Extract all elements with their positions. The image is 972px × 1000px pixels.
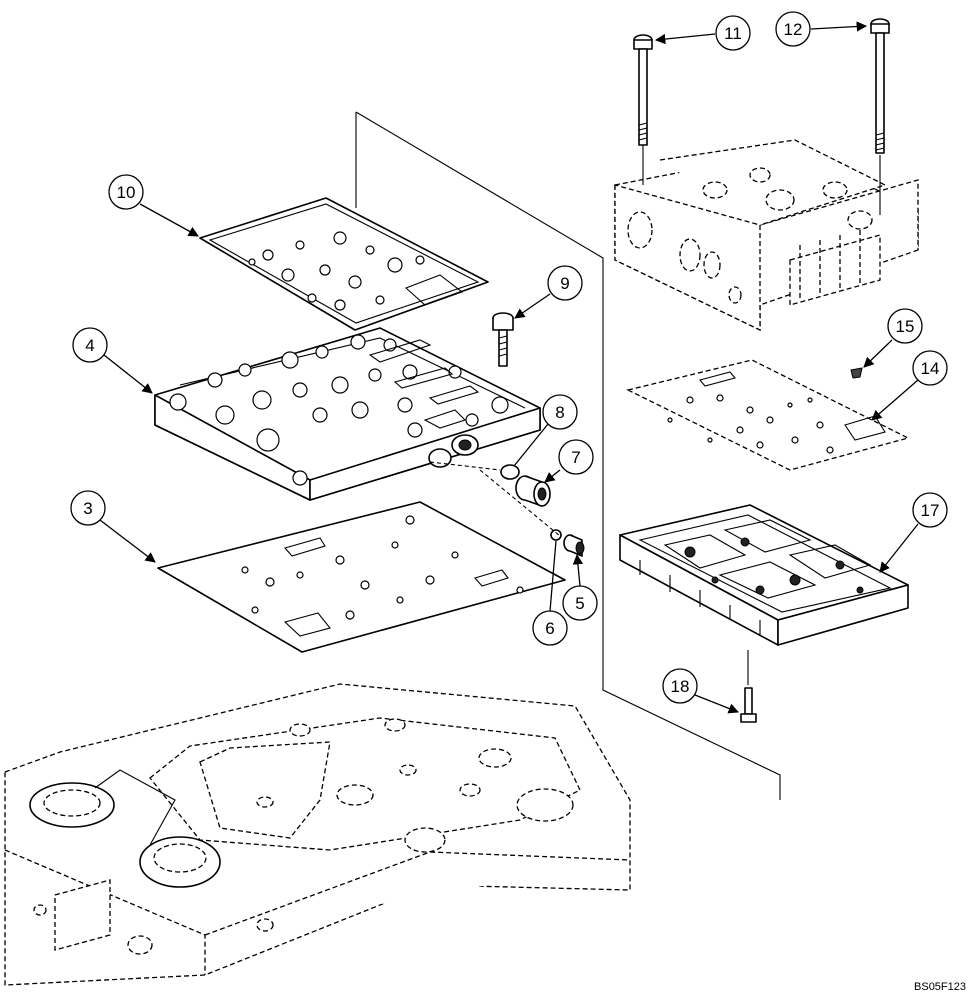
callout-label-8: 8 bbox=[555, 403, 564, 422]
callout-8: 8 bbox=[513, 394, 578, 467]
separator-plate-right bbox=[626, 359, 910, 471]
callout-17: 17 bbox=[879, 492, 948, 573]
callout-label-14: 14 bbox=[921, 359, 940, 378]
bolt-18 bbox=[740, 687, 757, 723]
drawing-reference: BS05F123 bbox=[914, 981, 966, 993]
transfer-plate bbox=[619, 504, 909, 685]
transmission-housing bbox=[4, 683, 631, 986]
callout-label-4: 4 bbox=[85, 336, 94, 355]
callout-label-5: 5 bbox=[575, 594, 584, 613]
callout-15: 15 bbox=[863, 308, 923, 368]
separator-plate-top bbox=[199, 197, 489, 331]
callout-11: 11 bbox=[654, 15, 751, 51]
callout-label-7: 7 bbox=[571, 448, 580, 467]
callout-label-12: 12 bbox=[784, 20, 803, 39]
callout-label-3: 3 bbox=[83, 499, 92, 518]
plug-5 bbox=[563, 534, 585, 557]
callout-label-10: 10 bbox=[117, 183, 136, 202]
callout-10: 10 bbox=[108, 174, 199, 237]
callout-9: 9 bbox=[514, 265, 583, 319]
callout-12: 12 bbox=[775, 11, 868, 47]
bolt-9 bbox=[492, 312, 514, 367]
callout-label-9: 9 bbox=[560, 274, 569, 293]
callout-label-17: 17 bbox=[921, 501, 940, 520]
o-ring-6 bbox=[550, 529, 562, 541]
plug-7 bbox=[515, 475, 551, 507]
o-ring-8 bbox=[500, 464, 520, 480]
nut-15 bbox=[850, 367, 863, 379]
callout-3: 3 bbox=[70, 490, 156, 563]
assembly-frame bbox=[355, 111, 781, 800]
callout-7: 7 bbox=[544, 439, 594, 483]
callout-18: 18 bbox=[662, 668, 739, 714]
callout-label-6: 6 bbox=[545, 619, 554, 638]
callout-label-15: 15 bbox=[896, 317, 915, 336]
callout-label-11: 11 bbox=[724, 24, 742, 43]
callout-5: 5 bbox=[562, 553, 598, 621]
long-bolt-12 bbox=[870, 18, 890, 154]
callout-14: 14 bbox=[871, 350, 948, 421]
callout-6: 6 bbox=[532, 540, 568, 646]
valve-body bbox=[154, 327, 541, 501]
upper-valve-housing bbox=[614, 139, 919, 332]
separator-plate-lower bbox=[157, 501, 566, 653]
callout-4: 4 bbox=[72, 327, 153, 394]
long-bolt-11 bbox=[633, 34, 653, 146]
callout-label-18: 18 bbox=[671, 677, 690, 696]
